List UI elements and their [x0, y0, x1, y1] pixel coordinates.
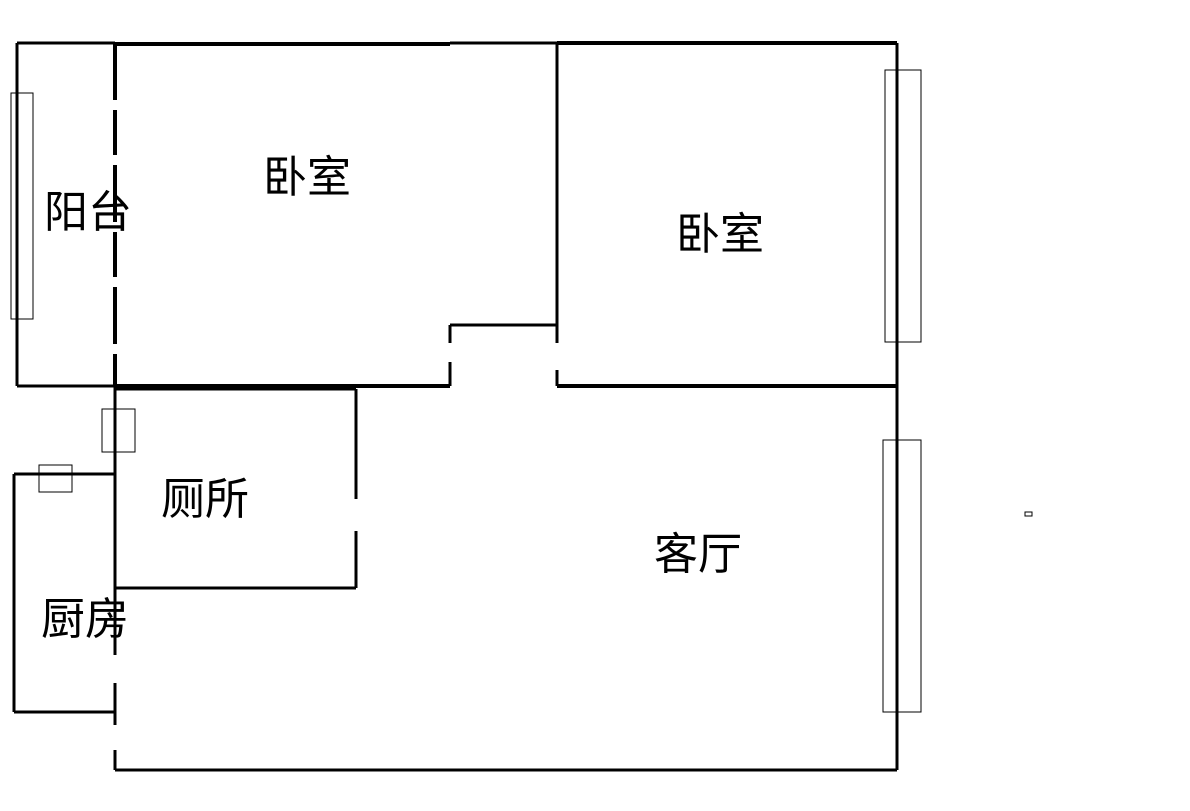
toilet-vent — [101, 408, 136, 453]
living-room-window — [882, 439, 922, 713]
label-balcony: 阳台 — [44, 187, 132, 238]
bedroom-window — [884, 69, 922, 343]
label-bedroom-right: 卧室 — [676, 209, 764, 260]
label-bedroom-left: 卧室 — [263, 152, 351, 203]
label-living-room: 客厅 — [654, 529, 742, 580]
label-kitchen: 厨房 — [41, 594, 129, 645]
label-toilet: 厕所 — [161, 474, 249, 525]
small-marker — [1024, 511, 1033, 517]
kitchen-vent — [38, 464, 73, 493]
balcony-window — [10, 92, 34, 320]
